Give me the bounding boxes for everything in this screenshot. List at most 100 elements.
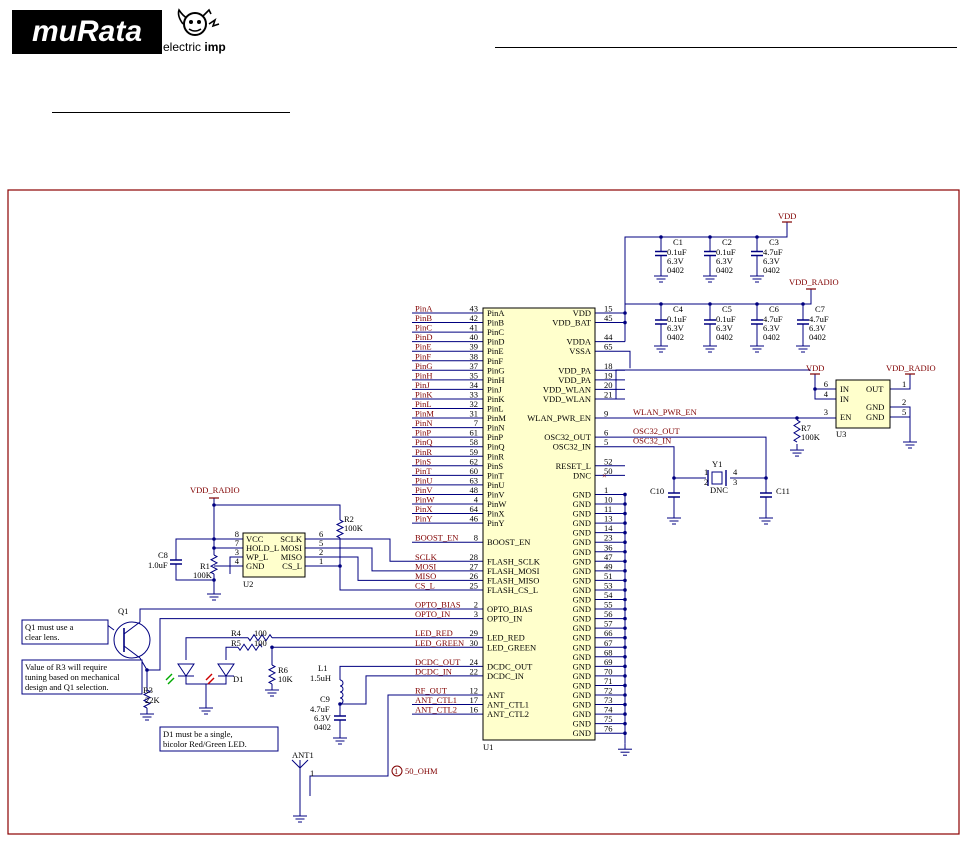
capacitor-value: 0402 [763, 265, 780, 275]
junction-dot [623, 549, 627, 554]
test-point-number: 1 [394, 766, 398, 776]
y1-pin-number: 2 [704, 477, 708, 487]
c8-value: 1.0uF [148, 560, 168, 570]
r2-wire [214, 504, 341, 520]
opto-in-wire [147, 618, 412, 671]
u2-vdd-radio-label: VDD_RADIO [190, 485, 240, 495]
junction-dot [623, 597, 627, 602]
c11-ref: C11 [776, 486, 790, 496]
u1-right-pin-name: GND [573, 489, 591, 499]
capacitor-value: 0402 [763, 332, 780, 342]
resistor-r3 [142, 689, 152, 709]
u1-right-pin-name: GND [573, 595, 591, 605]
u1-right-pin-number: 52 [604, 456, 613, 466]
junction-dot [623, 712, 627, 716]
r6-value: 10K [278, 674, 294, 684]
junction-dot [623, 511, 627, 516]
u1-left-pin-name: FLASH_MOSI [487, 566, 540, 576]
u1-right-pin-name: GND [573, 719, 591, 729]
u1-left-pin-name: PinF [487, 356, 503, 366]
junction-dot [813, 387, 817, 391]
junction-dot [623, 655, 627, 659]
u1-right-pin-number: 49 [604, 561, 613, 571]
u3-out-wire [890, 374, 911, 390]
u1-left-pin-name: BOOST_EN [487, 537, 530, 547]
u1-left-pin-number: 42 [470, 313, 479, 323]
u1-left-net-label: PinJ [415, 380, 430, 390]
u1-left-net-label: BOOST_EN [415, 533, 458, 543]
note-d1 [159, 726, 279, 752]
note-q1-text: clear lens. [25, 632, 59, 642]
u1-right-pin-number: 69 [604, 657, 613, 667]
vssa-wire [625, 350, 631, 369]
spi-wire [305, 565, 412, 591]
note-q1-text: Q1 must use a [25, 622, 74, 632]
phototransistor-q1 [123, 621, 141, 635]
u1-right-pin-number: 75 [604, 714, 613, 724]
l1-value: 1.5uH [310, 673, 331, 683]
r1-ref: R1 [200, 561, 210, 571]
u1-left-pin-number: 29 [470, 628, 479, 638]
u1-left-pin-name: PinB [487, 318, 504, 328]
murata-logo-text: muRata [31, 15, 143, 48]
capacitor-value: 0402 [716, 332, 733, 342]
u1-left-net-label: LED_GREEN [415, 638, 464, 648]
u1-right-pin-name: OSC32_IN [553, 442, 591, 452]
r5-ref: R5 [231, 638, 241, 648]
u1-right-pin-number: 14 [604, 523, 613, 533]
inductor-l1 [339, 691, 344, 699]
u1-left-pin-name: PinE [487, 346, 504, 356]
u1-left-pin-name: PinW [487, 499, 506, 509]
u1-right-pin-number: 13 [604, 514, 613, 524]
u1-left-pin-name: PinH [487, 375, 504, 385]
u1-left-net-label: MISO [415, 571, 436, 581]
u1-right-pin-name: GND [573, 709, 591, 719]
u1-right-pin-number: 18 [604, 361, 613, 371]
junction-dot [623, 674, 627, 678]
capacitor-value: 0.1uF [716, 247, 736, 257]
phototransistor-q1 [113, 621, 151, 659]
u3-pin-number: 4 [824, 389, 829, 399]
u1-left-net-label: DCDC_IN [415, 666, 452, 676]
u3-pin-name: IN [840, 384, 849, 394]
u1-right-pin-number: 68 [604, 647, 613, 657]
u1-right-pin-number: 53 [604, 580, 613, 590]
capacitor-value: 6.3V [667, 256, 685, 266]
u1-left-net-label: DCDC_OUT [415, 657, 461, 667]
u3-pin-name: OUT [866, 384, 884, 394]
capacitor-ref: C1 [673, 237, 683, 247]
r3-value: 22K [145, 695, 161, 705]
u1-left-pin-number: 58 [470, 437, 479, 447]
u1-right-pin-name: VDD_WLAN [543, 384, 591, 394]
u3-pin-number: 1 [902, 379, 906, 389]
resistor-r4 [247, 633, 273, 642]
u1-left-pin-name: PinL [487, 404, 504, 414]
u1-left-net-label: ANT_CTL2 [415, 705, 457, 715]
note-r3-text: tuning based on mechanical [25, 672, 120, 682]
c9-ref: C9 [320, 694, 330, 704]
spi-wire [305, 538, 412, 562]
u1-left-pin-number: 28 [470, 552, 479, 562]
osc32-out-wire [625, 436, 767, 492]
u3-pin-number: 2 [902, 397, 906, 407]
u1-left-net-label: PinN [415, 418, 432, 428]
u1-right-pin-number: 11 [604, 504, 612, 514]
note-d1-text: bicolor Red/Green LED. [163, 739, 247, 749]
u1-left-net-label: PinA [415, 304, 433, 314]
header-rule [495, 47, 957, 48]
u1-left-pin-number: 39 [470, 342, 479, 352]
junction-dot [623, 721, 627, 726]
u1-left-net-label: PinH [415, 370, 432, 380]
murata-logo: muRata [12, 10, 162, 54]
u2-body [242, 532, 306, 578]
u1-right-pin-name: VDD_PA [558, 365, 592, 375]
l1-ref: L1 [318, 663, 327, 673]
u1-left-pin-number: 4 [474, 495, 479, 505]
u1-left-pin-number: 41 [470, 323, 479, 333]
u1-left-pin-number: 8 [474, 533, 478, 543]
u2-pin-number: 4 [235, 556, 240, 566]
u1-left-net-label: PinX [415, 504, 432, 514]
u1-left-pin-name: LED_RED [487, 633, 525, 643]
u1-left-pin-name: LED_GREEN [487, 642, 536, 652]
u3-pin-number: 3 [824, 407, 828, 417]
